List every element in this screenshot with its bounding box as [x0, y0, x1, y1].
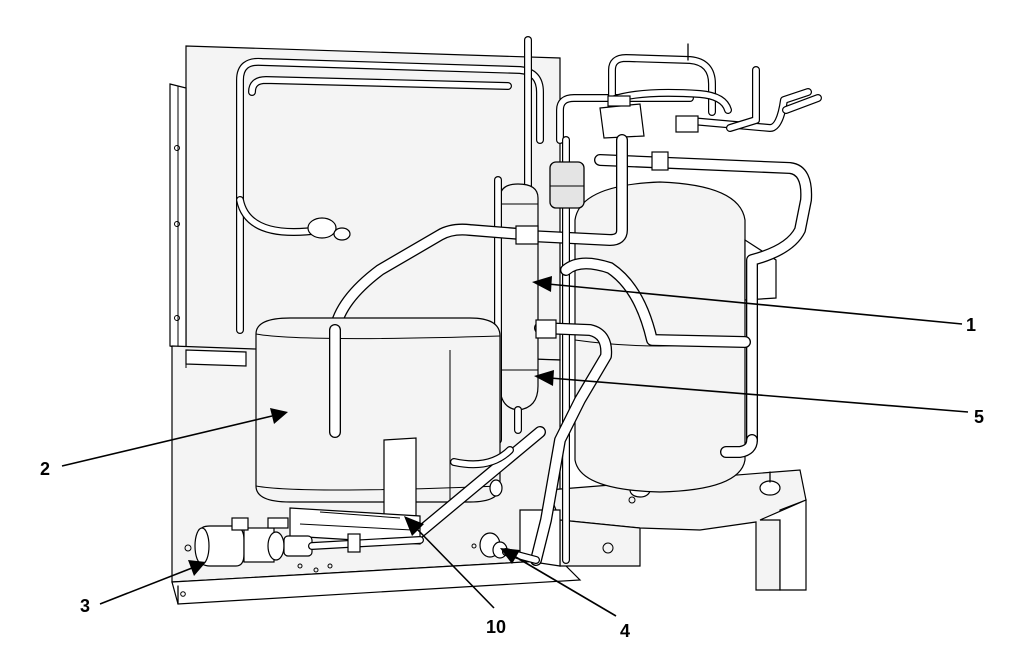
- upper-right-plumbing: [556, 43, 822, 144]
- leader-2: [61, 408, 288, 467]
- callout-3: 3: [80, 596, 90, 616]
- callout-5: 5: [974, 407, 984, 427]
- callout-1: 1: [966, 315, 976, 335]
- leader-10: [404, 516, 495, 609]
- service-valve: [194, 517, 424, 567]
- leader-5: [534, 370, 969, 413]
- upper-pipe-loop: [236, 57, 544, 334]
- leader-1: [532, 276, 963, 325]
- diagonal-line: [414, 426, 546, 538]
- callout-2: 2: [40, 459, 50, 479]
- leader-3: [99, 560, 206, 605]
- leader-4: [500, 548, 617, 617]
- compressor: [255, 317, 501, 523]
- discharge-pipe: [329, 223, 751, 566]
- callout-10: 10: [486, 617, 506, 637]
- callout-4: 4: [620, 621, 630, 641]
- suction-line: [524, 134, 813, 458]
